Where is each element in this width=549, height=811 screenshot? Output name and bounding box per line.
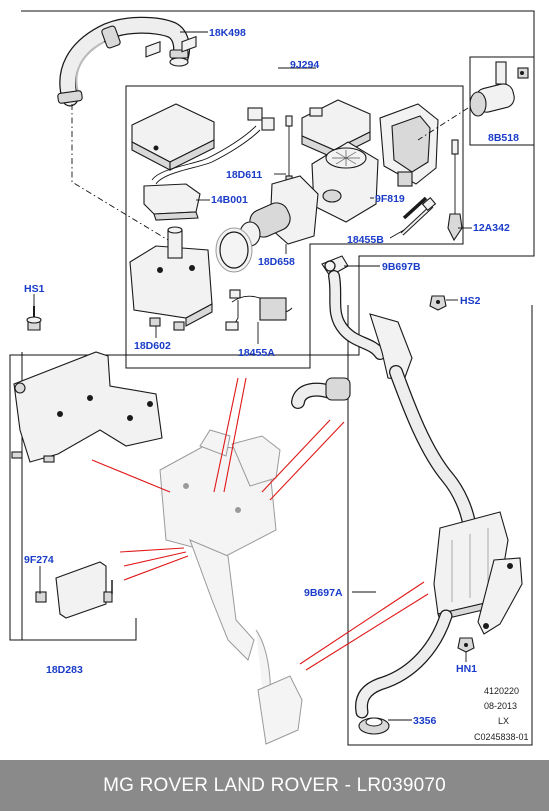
heater-assembly-ghost <box>159 429 303 745</box>
bracket-9F274 <box>35 561 113 619</box>
callout-18D658: 18D658 <box>258 256 295 268</box>
meta-line-2: 08-2013 <box>484 701 517 711</box>
hose-18K498 <box>57 16 191 107</box>
callout-8B518: 8B518 <box>488 132 519 144</box>
callout-3356: 3356 <box>413 715 437 727</box>
sensor-18D611 <box>285 115 293 183</box>
callout-9J294: 9J294 <box>290 59 319 71</box>
mounting-bracket <box>11 351 163 463</box>
screw-HS2 <box>429 295 447 311</box>
callout-18455B: 18455B <box>347 234 384 246</box>
heater-kit-frame <box>125 85 464 369</box>
pump-18455A <box>225 289 293 331</box>
callout-9B697A: 9B697A <box>304 587 343 599</box>
pipe-elbow <box>291 377 351 409</box>
pump-8B518 <box>469 61 529 117</box>
exhaust-frame <box>347 305 533 746</box>
bracket-18D283-frame <box>21 352 136 641</box>
callout-18455A: 18455A <box>238 347 275 359</box>
parts-diagram: 18K498 9J294 8B518 18D611 14B001 9F819 1… <box>9 10 535 746</box>
housing-9F819 <box>311 103 439 223</box>
callout-9F819: 9F819 <box>375 193 405 205</box>
cover-9J294 <box>131 35 215 171</box>
pointer-lines <box>91 377 429 671</box>
exhaust-9B697A <box>355 313 523 719</box>
pump-frame <box>469 56 535 146</box>
screw-HS1 <box>26 306 42 331</box>
callout-18K498: 18K498 <box>209 27 246 39</box>
bolts-18455B <box>400 196 437 236</box>
callout-12A342: 12A342 <box>473 222 510 234</box>
callout-HS2: HS2 <box>460 295 481 307</box>
tank-18D602 <box>129 226 213 331</box>
callout-18D602: 18D602 <box>134 340 171 352</box>
callout-HN1: HN1 <box>456 663 477 675</box>
grommet-3356 <box>358 717 390 735</box>
meta-line-1: 4120220 <box>484 686 519 696</box>
nut-HN1 <box>457 637 475 653</box>
sensor-12A342 <box>447 139 463 242</box>
meta-line-4: C0245838-01 <box>474 732 529 742</box>
callout-9F274: 9F274 <box>24 554 54 566</box>
callout-9B697B: 9B697B <box>382 261 421 273</box>
meta-line-3: LX <box>498 716 509 726</box>
callout-18D283: 18D283 <box>46 664 83 676</box>
footer-bar: MG ROVER LAND ROVER - LR039070 <box>0 760 549 811</box>
callout-14B001: 14B001 <box>211 194 248 206</box>
callout-18D611: 18D611 <box>226 169 262 181</box>
harness-14B001 <box>143 107 275 221</box>
callout-HS1: HS1 <box>24 283 45 295</box>
exchanger-18D658 <box>215 175 319 273</box>
footer-title: MG ROVER LAND ROVER - LR039070 <box>103 774 446 796</box>
exhaust-pipe-9B697B <box>328 270 386 360</box>
